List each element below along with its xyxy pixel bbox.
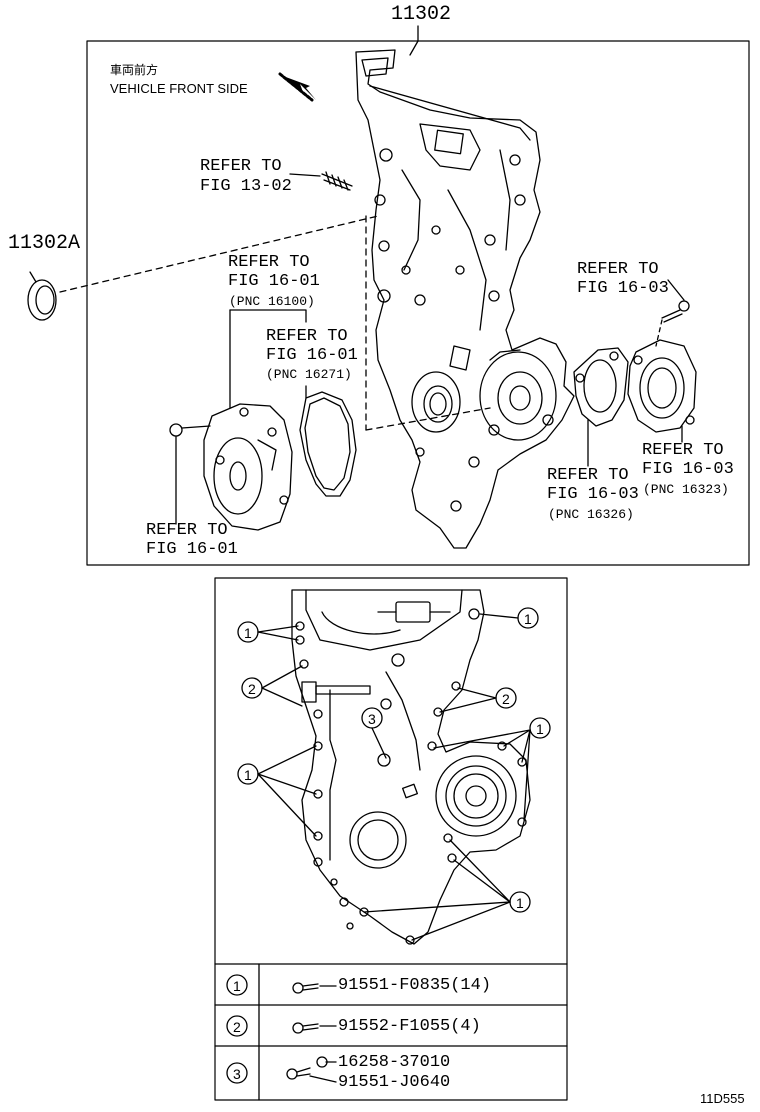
refer-pnc-16323-line3: (PNC 16323) [643, 482, 729, 497]
callout-2: 2 [502, 691, 510, 707]
legend-part-16258-37010: 16258-37010 [338, 1053, 451, 1072]
callout-1: 1 [244, 767, 252, 783]
cover-front-view [291, 589, 531, 945]
seal-leader [59, 215, 379, 293]
refer-pnc-16100-line3: (PNC 16100) [229, 294, 315, 309]
legend-key-3: 3 [233, 1066, 241, 1082]
main-part-number: 11302 [391, 3, 452, 26]
callout-1: 1 [524, 611, 532, 627]
refer-pnc-16271-line1: REFER TO [266, 327, 348, 346]
legend-part-91551-J0640: 91551-J0640 [338, 1073, 451, 1092]
refer-fig-16-03-bolt-line2: FIG 16-03 [577, 279, 669, 298]
callout-2: 2 [248, 681, 256, 697]
refer-pnc-16100-line1: REFER TO [228, 253, 310, 272]
callout-leaders [237, 607, 551, 941]
thermostat-bolt-icon [655, 279, 690, 347]
callout-3: 3 [368, 711, 376, 727]
pump-bolt-icon [169, 423, 211, 525]
callout-1: 1 [516, 895, 524, 911]
refer-pnc-16323-line2: FIG 16-03 [642, 460, 734, 479]
stud-nut-icon [286, 1056, 337, 1083]
callout-1: 1 [536, 721, 544, 737]
thermostat-housing-icon [627, 339, 697, 443]
direction-label-en: VEHICLE FRONT SIDE [110, 81, 248, 96]
thermostat-gasket-icon [573, 347, 629, 467]
bolt-91551-icon [292, 982, 337, 994]
refer-pnc-16326-line1: REFER TO [547, 466, 629, 485]
timing-cover-outline [355, 49, 575, 549]
refer-pnc-16323-line1: REFER TO [642, 441, 724, 460]
lower-frame [214, 577, 568, 1101]
stud-bolt-icon [289, 171, 353, 191]
legend-part-91552-F1055: 91552-F1055(4) [338, 1017, 481, 1036]
water-pump-icon [203, 403, 293, 531]
callout-1: 1 [244, 625, 252, 641]
refer-fig-13-02-line1: REFER TO [200, 157, 282, 176]
refer-pnc-16326-line2: FIG 16-03 [547, 485, 639, 504]
pump-gasket-icon [299, 385, 357, 497]
refer-fig-13-02-line2: FIG 13-02 [200, 177, 292, 196]
oil-seal-icon [27, 271, 57, 321]
legend-part-91551-F0835: 91551-F0835(14) [338, 976, 492, 995]
refer-pnc-16100-line2: FIG 16-01 [228, 272, 320, 291]
legend-key-1: 1 [233, 978, 241, 994]
refer-fig-16-01-bolt-line1: REFER TO [146, 521, 228, 540]
bolt-91552-icon [292, 1022, 337, 1034]
legend-key-2: 2 [233, 1019, 241, 1035]
refer-pnc-16326-line3: (PNC 16326) [548, 507, 634, 522]
refer-fig-16-03-bolt-line1: REFER TO [577, 260, 659, 279]
refer-pnc-16271-line3: (PNC 16271) [266, 367, 352, 382]
refer-pnc-16271-line2: FIG 16-01 [266, 346, 358, 365]
figure-code: 11D555 [700, 1091, 745, 1106]
direction-label-jp: 車両前方 [110, 63, 159, 77]
refer-fig-16-01-bolt-line2: FIG 16-01 [146, 540, 238, 559]
seal-part-number: 11302A [8, 232, 81, 255]
vehicle-front-arrow-icon [278, 72, 316, 102]
